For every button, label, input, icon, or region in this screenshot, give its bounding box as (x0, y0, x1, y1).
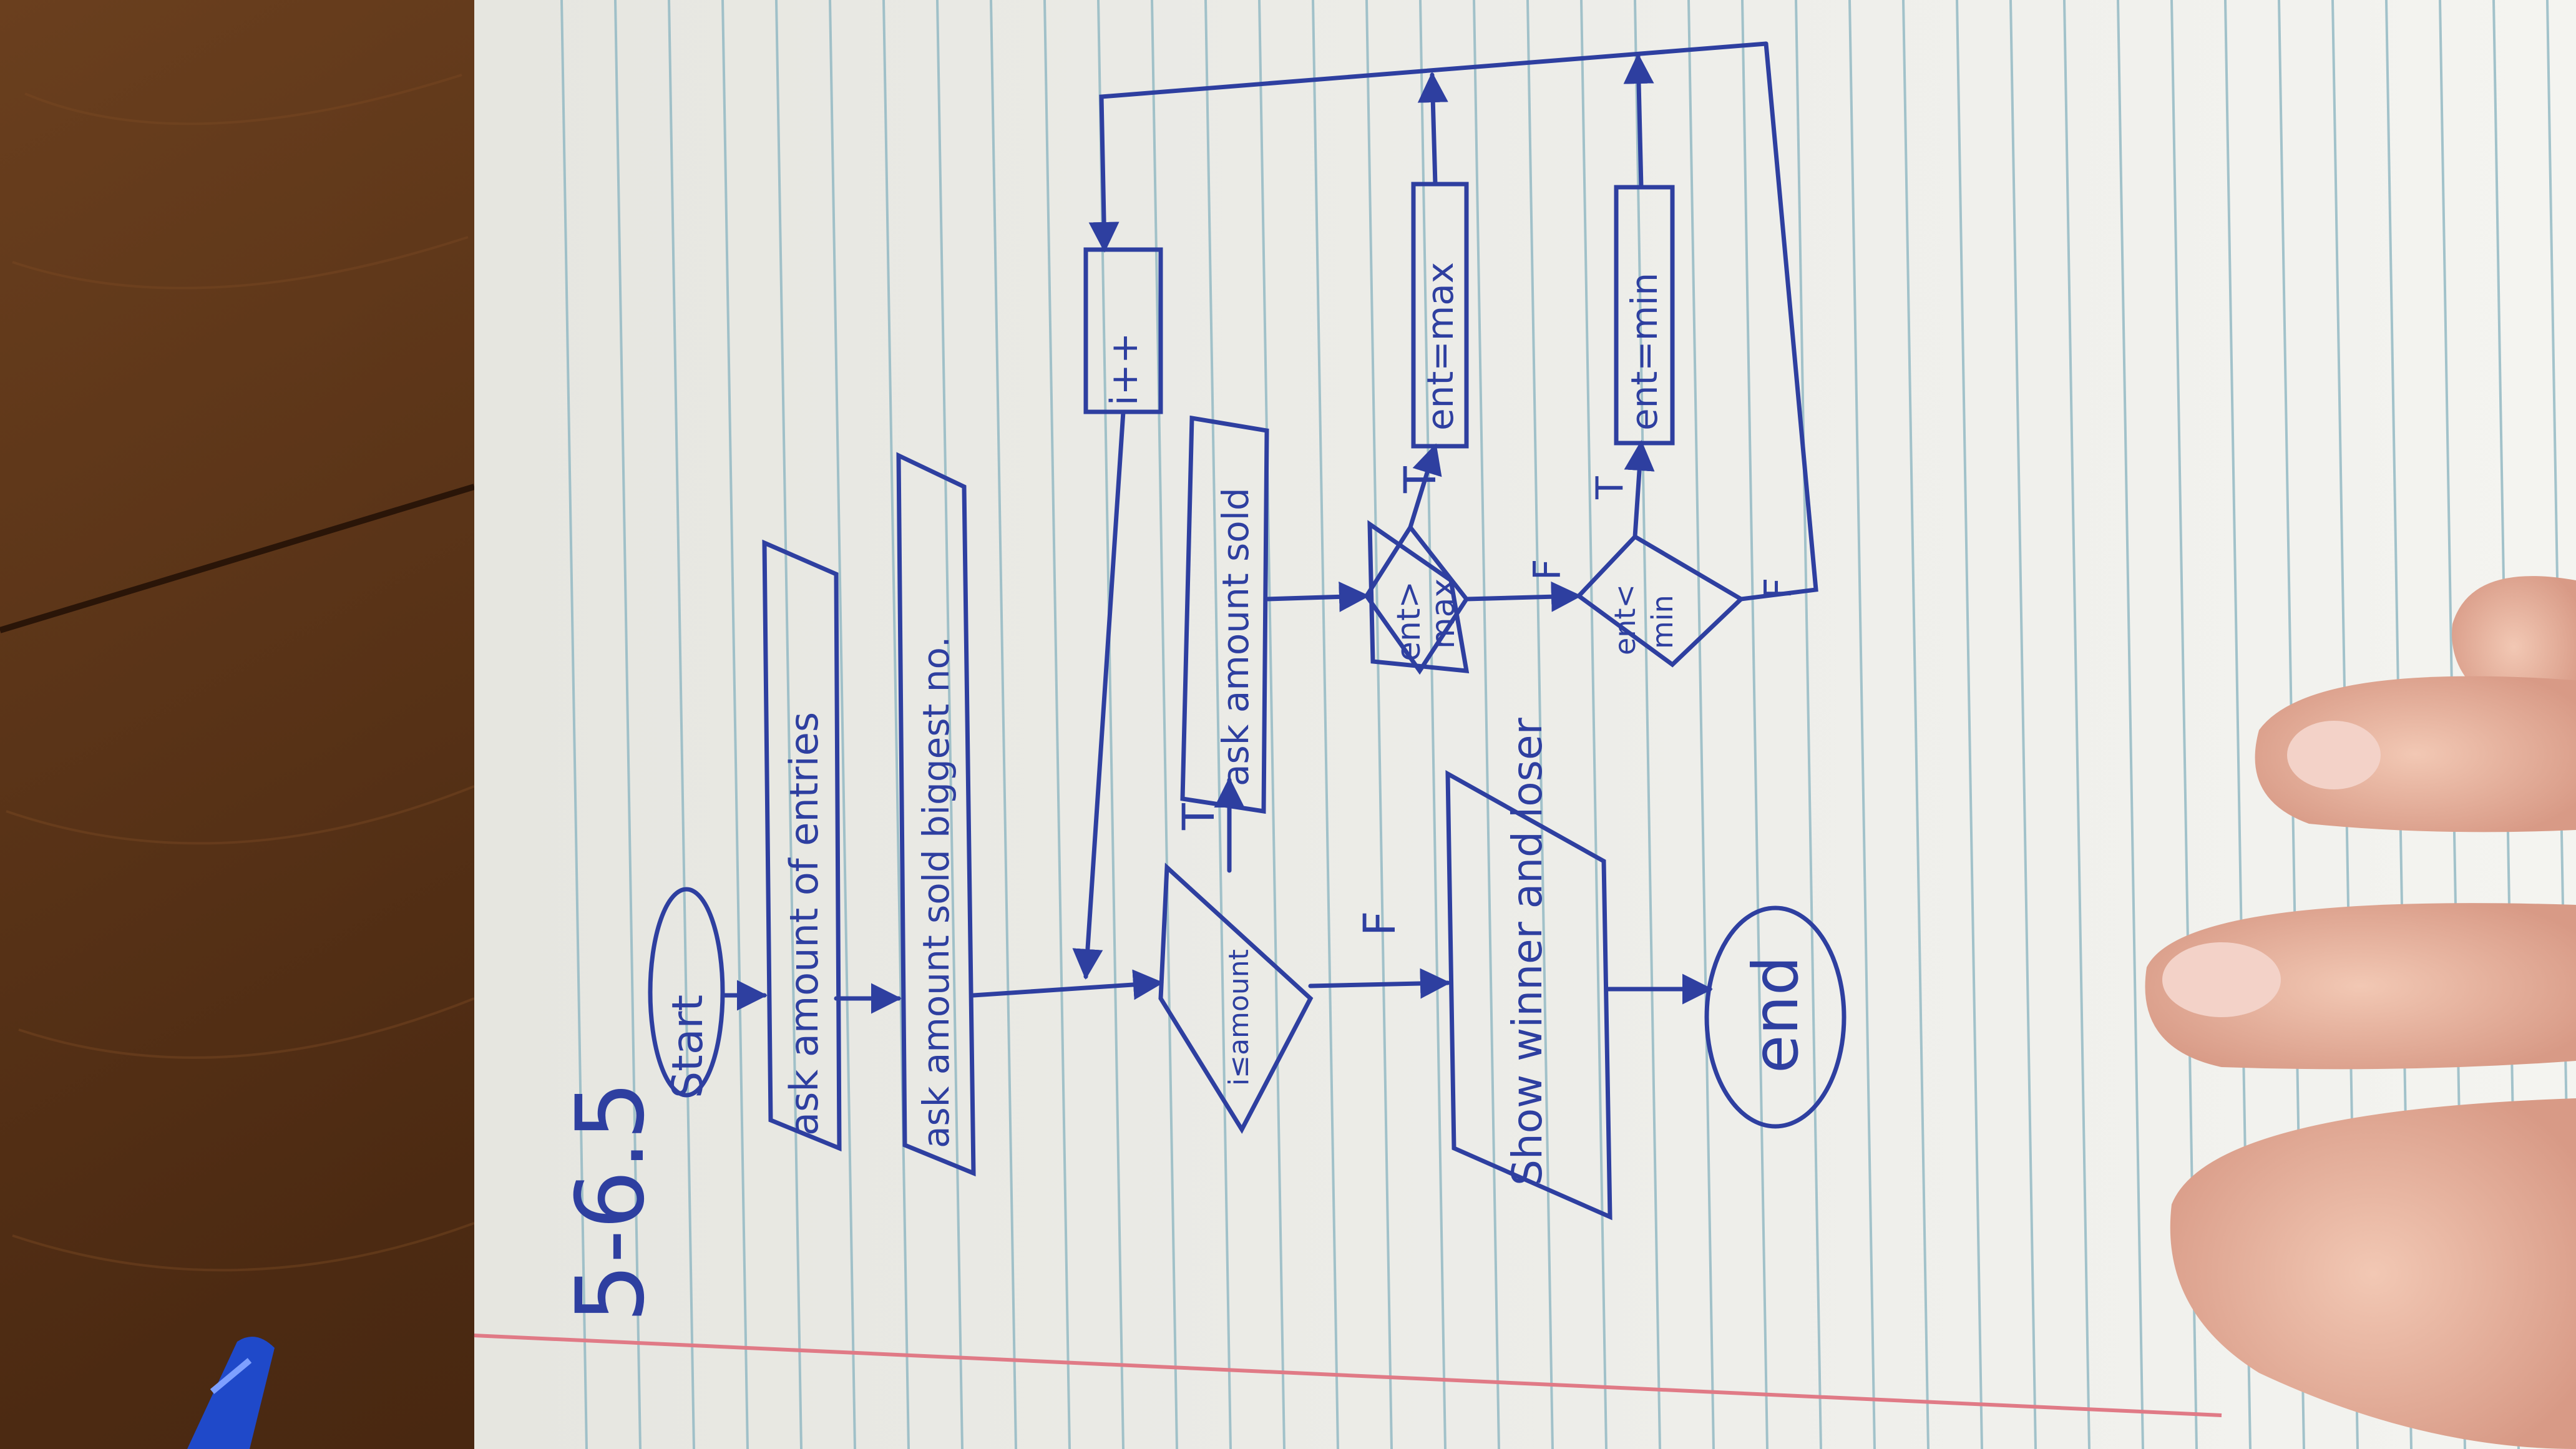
ruled-line (2117, 0, 2144, 1449)
ruled-line (829, 0, 856, 1449)
ruled-line (936, 0, 964, 1449)
max-false-label: F (1526, 559, 1569, 580)
ask-sold-box (896, 452, 976, 1177)
end-label: end (1739, 956, 1812, 1073)
ruled-line (1902, 0, 1930, 1449)
loop-decision (1158, 862, 1314, 1134)
arrow-max-true (1408, 443, 1442, 530)
arrow-setmax-up (1417, 72, 1448, 187)
ask-sold-loop-box (1180, 415, 1269, 814)
ruled-line (1741, 0, 1769, 1449)
ruled-line (1956, 0, 1983, 1449)
arrow-ask-to-max (1264, 581, 1370, 612)
max-test-label-2: max (1425, 578, 1462, 649)
ask-entries-box (762, 539, 842, 1152)
ruled-line (1795, 0, 1822, 1449)
loop-false-label: F (1354, 911, 1405, 936)
ruled-line (614, 0, 642, 1449)
ask-sold-loop-label: ask amount sold (1214, 487, 1257, 786)
ruled-lines (560, 0, 2574, 1449)
arrow-sold-to-loop (971, 969, 1164, 1000)
flowchart (648, 41, 1847, 1221)
max-test-label-1: ent> (1390, 581, 1428, 661)
set-max-label: ent=max (1419, 262, 1461, 431)
show-label: Show winner and loser (1503, 717, 1551, 1186)
hand (2145, 576, 2576, 1449)
ask-entries-label: ask amount of entries (781, 712, 827, 1136)
ruled-line (1419, 0, 1447, 1449)
ruled-line (560, 0, 588, 1449)
loop-true-label: T (1173, 803, 1224, 831)
ruled-line (1580, 0, 1608, 1449)
notebook-page (474, 0, 2576, 1449)
ruled-line (721, 0, 749, 1449)
thumbnail-1 (2287, 721, 2381, 789)
increment-label: i++ (1103, 333, 1146, 406)
start-label: Start (663, 995, 713, 1098)
min-true-label: T (1588, 476, 1632, 500)
end-terminal (1704, 905, 1847, 1129)
ruled-line (775, 0, 803, 1449)
line-top-return (1088, 41, 1769, 253)
wood-seam (0, 484, 476, 633)
ruled-line (1258, 0, 1286, 1449)
start-terminal (648, 887, 725, 1098)
ruled-line (668, 0, 695, 1449)
max-decision (1367, 520, 1470, 673)
ruled-line (990, 0, 1017, 1449)
set-min-label: ent=min (1623, 273, 1666, 431)
ruled-line (2009, 0, 2037, 1449)
arrow-increment-back (1072, 409, 1126, 980)
min-test-label-2: min (1646, 595, 1679, 649)
min-false-label: F (1757, 577, 1800, 599)
flowchart-labels: Start ask amount of entries ask amount s… (663, 262, 1812, 1186)
thumbnail-2 (2162, 942, 2281, 1017)
ruled-line (1151, 0, 1178, 1449)
ruled-line (1365, 0, 1393, 1449)
max-true-label: T (1395, 466, 1446, 494)
page-heading: 5-6.5 (557, 1081, 665, 1323)
ruled-line (1473, 0, 1500, 1449)
line-min-false-return (1739, 41, 1818, 602)
ruled-line (882, 0, 910, 1449)
ruled-line (1634, 0, 1661, 1449)
ruled-line (2063, 0, 2091, 1449)
wood-grain (6, 74, 475, 1272)
ask-sold-label: ask amount sold biggest no. (915, 637, 957, 1148)
loop-test-label: i≤amount (1223, 949, 1255, 1086)
ruled-line (1526, 0, 1554, 1449)
show-output-box (1445, 769, 1612, 1221)
ruled-line (1204, 0, 1232, 1449)
min-test-label-1: ent< (1608, 584, 1642, 655)
arrow-loop-false (1308, 968, 1451, 999)
blue-pen (187, 1337, 275, 1449)
arrow-max-false (1464, 581, 1582, 612)
margin-line (474, 1334, 2222, 1417)
arrow-min-true (1624, 440, 1655, 539)
ruled-line (1848, 0, 1876, 1449)
ruled-line (1312, 0, 1339, 1449)
ruled-line (1687, 0, 1715, 1449)
arrow-setmin-up (1623, 53, 1654, 190)
ruled-line (1043, 0, 1071, 1449)
